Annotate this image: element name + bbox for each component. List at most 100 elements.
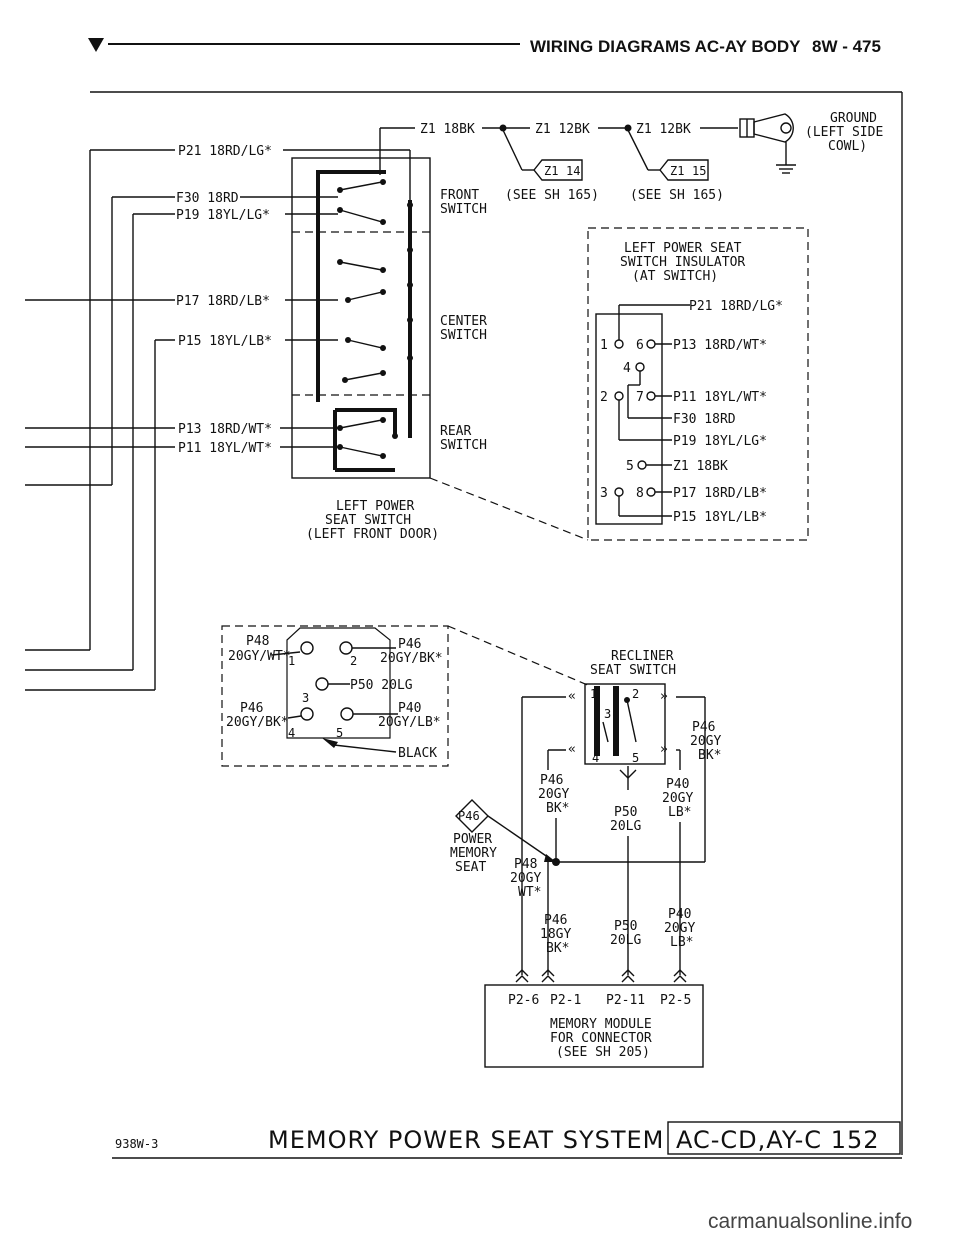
wire-label-f30: F30 18RD bbox=[176, 191, 239, 206]
recliner-p50-mid: 20LG bbox=[610, 819, 641, 834]
p40-low-label: LB* bbox=[670, 935, 693, 950]
conn-label: P50 20LG bbox=[350, 678, 413, 693]
conn-label: P48 bbox=[246, 634, 269, 649]
p46-low-label: 18GY bbox=[540, 927, 571, 942]
memory-module: P2-6 P2-1 P2-11 P2-5 MEMORY MODULE FOR C… bbox=[484, 984, 704, 1068]
p46-low-label: BK* bbox=[546, 941, 569, 956]
p50-low-label: 20LG bbox=[610, 933, 641, 948]
see-sheet-note: (SEE SH 165) bbox=[505, 188, 599, 203]
front-switch-label: FRONT bbox=[440, 188, 479, 203]
conn-pin: 3 bbox=[302, 691, 309, 705]
recliner-p46-right: P46 bbox=[692, 720, 715, 735]
center-switch-label: SWITCH bbox=[440, 328, 487, 343]
left-switch-caption: (LEFT FRONT DOOR) bbox=[306, 527, 439, 542]
module-pin: P2-5 bbox=[660, 993, 691, 1008]
footer-title: MEMORY POWER SEAT SYSTEM bbox=[268, 1126, 664, 1154]
splice-z1-label: Z1 bbox=[670, 164, 684, 178]
insulator-title: (AT SWITCH) bbox=[632, 269, 718, 284]
recliner-p40-mid: LB* bbox=[668, 805, 691, 820]
conn-label: 20GY/WT* bbox=[228, 649, 291, 664]
conn-label: 20GY/BK* bbox=[226, 715, 289, 730]
splice-z1-num: 15 bbox=[692, 164, 706, 178]
insulator-pin: 8 bbox=[636, 486, 644, 501]
left-power-seat-switch: FRONT SWITCH CENTER SWITCH REAR SWITCH L… bbox=[291, 157, 589, 542]
recliner-pin: 4 bbox=[592, 751, 599, 765]
p40-low-label: P40 bbox=[668, 907, 691, 922]
wire-label-z1-12bk-a: Z1 12BK bbox=[535, 122, 590, 137]
wire-label-z1-12bk-b: Z1 12BK bbox=[636, 122, 691, 137]
splice-z1-num: 14 bbox=[566, 164, 580, 178]
insulator-wire-p15: P15 18YL/LB* bbox=[673, 510, 767, 525]
insulator-title: SWITCH INSULATOR bbox=[620, 255, 745, 270]
module-pin: P2-6 bbox=[508, 993, 539, 1008]
p48-label: 20GY bbox=[510, 871, 541, 886]
insulator-pin: 3 bbox=[600, 486, 608, 501]
svg-text:»: » bbox=[660, 742, 668, 757]
header-title: WIRING DIAGRAMS AC-AY BODY bbox=[530, 37, 801, 56]
wire-label-p11: P11 18YL/WT* bbox=[178, 441, 272, 456]
footer-code: 938W-3 bbox=[115, 1137, 158, 1151]
insulator-pin: 5 bbox=[626, 459, 634, 474]
p48-label: P48 bbox=[514, 857, 537, 872]
switch-insulator: LEFT POWER SEAT SWITCH INSULATOR (AT SWI… bbox=[587, 227, 809, 541]
ground-label-line-1: GROUND bbox=[830, 111, 877, 126]
wire-label-p13: P13 18RD/WT* bbox=[178, 422, 272, 437]
splice-z1-label: Z1 bbox=[544, 164, 558, 178]
page-header: WIRING DIAGRAMS AC-AY BODY 8W - 475 bbox=[88, 37, 881, 56]
center-switch-label: CENTER bbox=[440, 314, 487, 329]
recliner-p50-mid: P50 bbox=[614, 805, 637, 820]
recliner-pin: 1 bbox=[590, 687, 597, 701]
module-title: (SEE SH 205) bbox=[556, 1045, 650, 1060]
conn-label: 20GY/LB* bbox=[378, 715, 441, 730]
conn-label: BLACK bbox=[398, 746, 437, 761]
module-title: MEMORY MODULE bbox=[550, 1017, 652, 1032]
rear-switch-label: SWITCH bbox=[440, 438, 487, 453]
insulator-wire-p11: P11 18YL/WT* bbox=[673, 390, 767, 405]
recliner-title: SEAT SWITCH bbox=[590, 663, 676, 678]
recliner-p46-right: 20GY bbox=[690, 734, 721, 749]
recliner-title: RECLINER bbox=[611, 649, 674, 664]
module-pin: P2-11 bbox=[606, 993, 645, 1008]
insulator-wire-p21: P21 18RD/LG* bbox=[689, 299, 783, 314]
svg-text:»: » bbox=[660, 689, 668, 704]
p48-label: WT* bbox=[518, 885, 541, 900]
recliner-p46-right: BK* bbox=[698, 748, 721, 763]
wire-label-p21: P21 18RD/LG* bbox=[178, 144, 272, 159]
footer-ref: AC-CD,AY-C 152 bbox=[676, 1126, 880, 1154]
insulator-pin: 2 bbox=[600, 390, 608, 405]
wire-label-p15: P15 18YL/LB* bbox=[178, 334, 272, 349]
recliner-p46-mid: 20GY bbox=[538, 787, 569, 802]
left-switch-caption: SEAT SWITCH bbox=[325, 513, 411, 528]
recliner-p46-mid: BK* bbox=[546, 801, 569, 816]
recliner-p46-mid: P46 bbox=[540, 773, 563, 788]
ground-label-line-2: (LEFT SIDE bbox=[805, 125, 883, 140]
p46-diamond-label: P46 bbox=[458, 809, 480, 823]
left-switch-caption: LEFT POWER bbox=[336, 499, 414, 514]
rear-switch-label: REAR bbox=[440, 424, 471, 439]
splice-dot bbox=[624, 124, 632, 132]
wire-label-p19: P19 18YL/LG* bbox=[176, 208, 270, 223]
conn-pin: 2 bbox=[350, 654, 357, 668]
insulator-wire-p19: P19 18YL/LG* bbox=[673, 434, 767, 449]
conn-pin: 5 bbox=[336, 726, 343, 740]
module-title: FOR CONNECTOR bbox=[550, 1031, 652, 1046]
conn-label: P46 bbox=[240, 701, 263, 716]
p40-low-label: 20GY bbox=[664, 921, 695, 936]
insulator-title: LEFT POWER SEAT bbox=[624, 241, 742, 256]
terminal-chevrons bbox=[515, 969, 687, 983]
svg-text:«: « bbox=[568, 689, 576, 704]
page-footer: 938W-3 MEMORY POWER SEAT SYSTEM AC-CD,AY… bbox=[112, 1121, 912, 1233]
conn-label: P46 bbox=[398, 637, 421, 652]
recliner-p40-mid: P40 bbox=[666, 777, 689, 792]
front-switch-label: SWITCH bbox=[440, 202, 487, 217]
splice-dot bbox=[499, 124, 507, 132]
insulator-pin: 7 bbox=[636, 390, 644, 405]
wire-label-p17: P17 18RD/LB* bbox=[176, 294, 270, 309]
recliner-pin: 5 bbox=[632, 751, 639, 765]
watermark: carmanualsonline.info bbox=[708, 1210, 912, 1233]
power-memory-label: SEAT bbox=[455, 860, 486, 875]
ground-wiring: Z1 18BK Z1 12BK Z1 12BK GROUND (LEFT SID… bbox=[380, 111, 883, 203]
svg-text:«: « bbox=[568, 742, 576, 757]
power-memory-label: MEMORY bbox=[450, 846, 497, 861]
